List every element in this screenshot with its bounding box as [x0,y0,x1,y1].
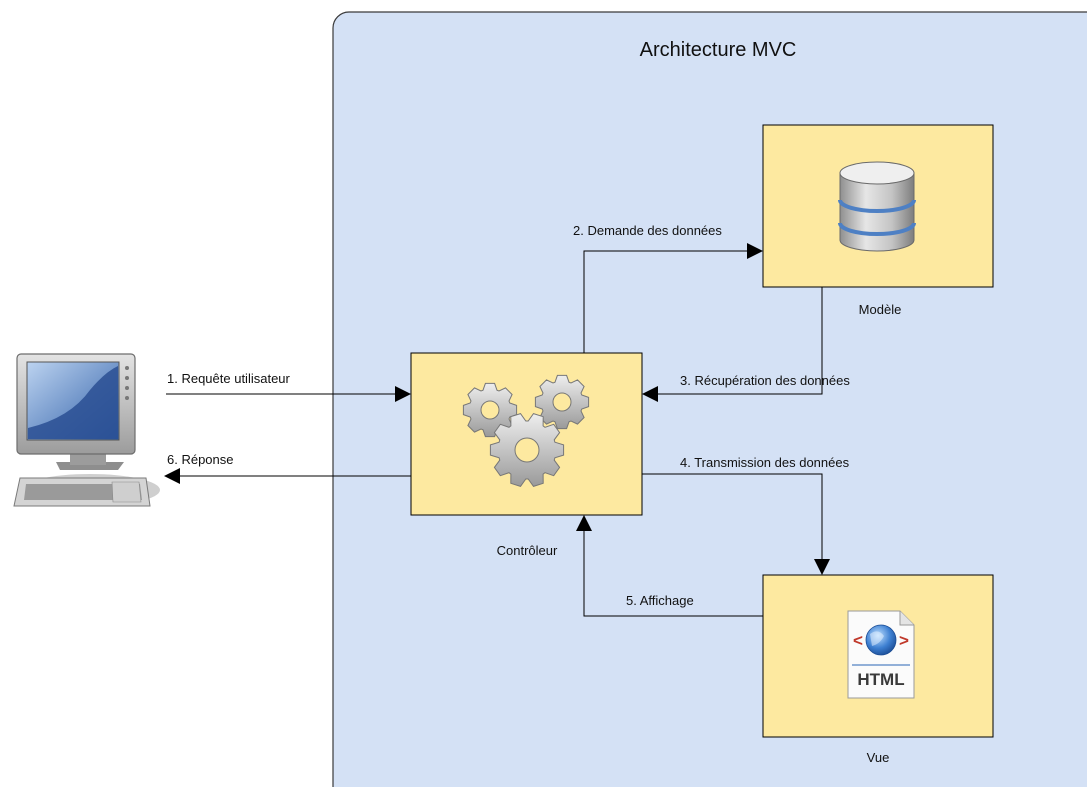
flow-response-arrow [164,468,411,484]
controller-label: Contrôleur [497,543,558,558]
gears-icon [462,374,590,487]
flow-request-arrow [166,386,411,402]
flow-data-transmission-arrow [642,473,830,575]
svg-text:>: > [899,631,909,650]
flow-data-request-arrow [583,243,763,353]
flow-step-6-label: 6. Réponse [167,452,234,467]
gear-hole [514,437,540,463]
svg-text:<: < [853,631,863,650]
flow-step-2-label: 2. Demande des données [573,223,722,238]
flow-step-3-label: 3. Récupération des données [680,373,850,388]
diagram-title: Architecture MVC [640,39,797,61]
html-document-icon: < > HTML [847,610,915,699]
model-label: Modèle [859,302,902,317]
gear-hole [480,400,500,420]
database-icon [838,161,916,252]
gear-hole [552,392,572,412]
flow-step-5-label: 5. Affichage [626,593,694,608]
desktop-computer-icon [13,353,160,507]
view-label: Vue [867,750,890,765]
flow-step-1-label: 1. Requête utilisateur [167,371,291,386]
flow-data-retrieval-arrow [642,287,823,402]
html-icon-text: HTML [857,670,904,689]
flow-display-arrow [576,515,763,617]
flow-step-4-label: 4. Transmission des données [680,455,850,470]
